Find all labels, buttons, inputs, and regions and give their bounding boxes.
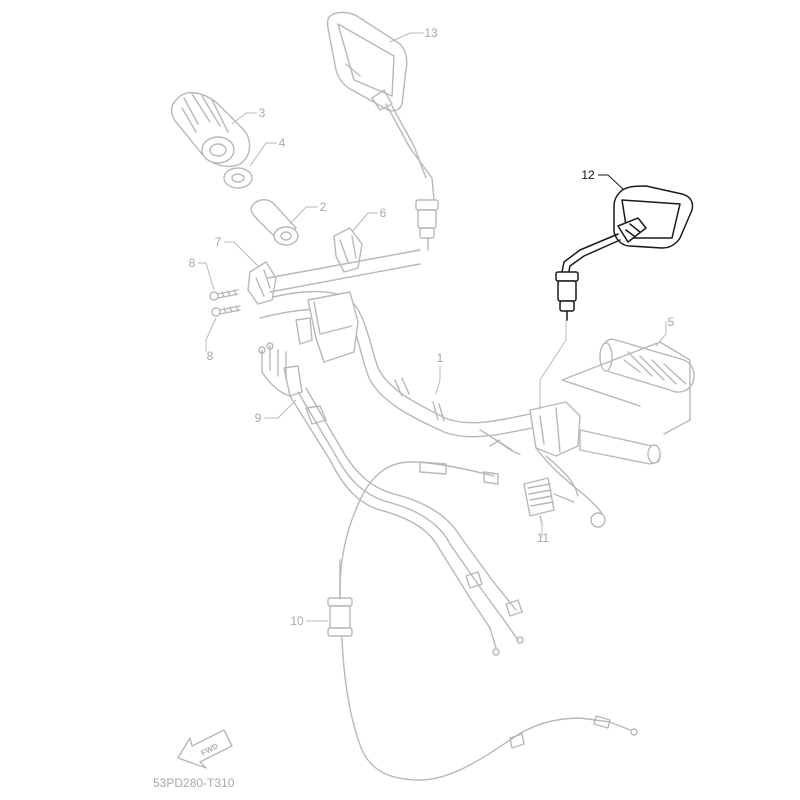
throttle-housing-cap[interactable] [333, 227, 363, 273]
clutch-cable[interactable] [327, 461, 638, 781]
callout-11: 11 [537, 531, 550, 545]
callout-6: 6 [380, 206, 387, 220]
callout-9: 9 [255, 411, 262, 425]
fwd-arrow-icon: FWD [177, 729, 233, 769]
right-lever-assembly[interactable] [489, 401, 661, 528]
callout-2: 2 [320, 200, 327, 214]
callout-1: 1 [437, 351, 444, 365]
throttle-tube[interactable] [250, 199, 299, 246]
callout-4: 4 [279, 136, 286, 150]
throttle-housing[interactable] [247, 249, 421, 305]
callout-8-upper: 8 [189, 256, 196, 270]
stop-switch[interactable] [523, 477, 575, 525]
callout-8-lower: 8 [207, 349, 214, 363]
callout-3: 3 [259, 106, 266, 120]
diagram-code: 53PD280-T310 [153, 776, 235, 790]
callout-12: 12 [581, 168, 595, 182]
washer[interactable] [223, 167, 253, 189]
callouts: 1 2 3 4 5 6 7 8 8 9 10 11 12 13 [189, 26, 675, 628]
throttle-grip[interactable] [170, 92, 251, 168]
callout-7: 7 [215, 235, 222, 249]
leader-lines [198, 32, 667, 622]
screw-upper[interactable] [209, 289, 239, 301]
grip-right[interactable] [561, 338, 695, 435]
control-cables[interactable] [258, 342, 524, 656]
callout-5: 5 [668, 315, 675, 329]
handlebar[interactable] [259, 290, 561, 455]
screw-lower[interactable] [211, 305, 241, 317]
left-switch-housing[interactable] [295, 291, 359, 363]
mirror-right[interactable] [555, 185, 694, 321]
callout-10: 10 [290, 614, 304, 628]
mirror-left[interactable] [326, 11, 439, 251]
callout-13: 13 [424, 26, 438, 40]
